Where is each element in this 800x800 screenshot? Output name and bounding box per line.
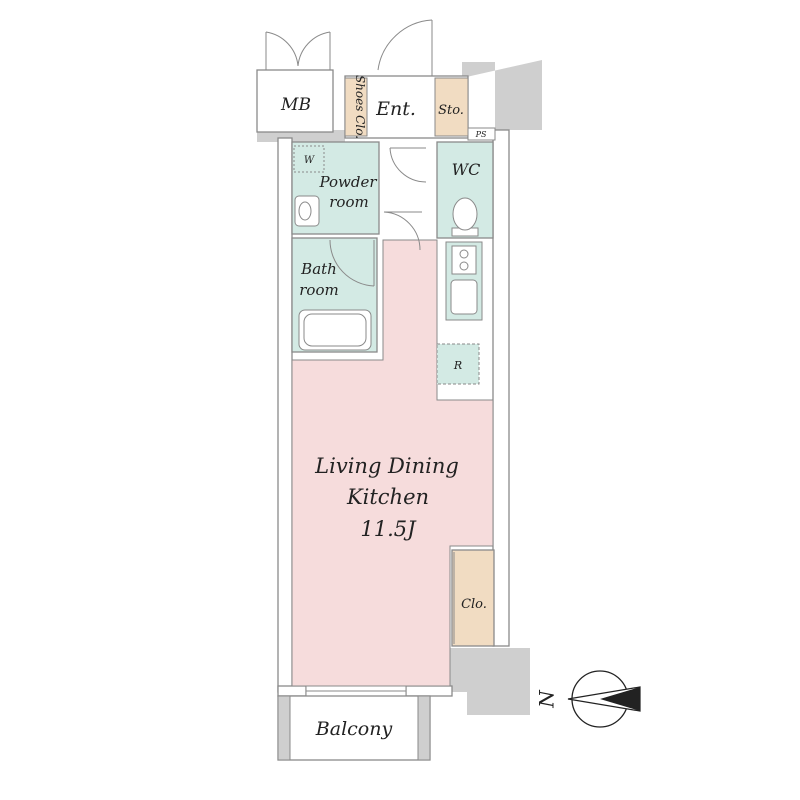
kitchen-sink [450,279,478,315]
ldk-label-1: Living Dining [314,454,459,478]
wc-label: WC [452,160,481,179]
stove [451,245,477,275]
wall-bottom-left [277,685,307,697]
balcony-label: Balcony [315,718,393,740]
powder-room-label-2: room [329,193,368,211]
ps-box [467,127,496,141]
balcony-area [277,695,431,761]
entrance-label: Ent. [375,98,416,120]
refrigerator-space [436,343,480,385]
mb-doors [265,31,331,70]
bathtub-inner [303,313,367,347]
ldk-label-2: Kitchen [346,485,429,509]
entrance-door [377,19,433,76]
balcony-rail-left [277,695,291,761]
powder-room-label-1: Powder [318,173,377,191]
ldk-size-label: 11.5J [360,517,417,541]
stove-burner-2 [459,261,469,271]
washbasin-bowl [298,201,312,221]
mb-label: MB [280,95,311,115]
washer-label: W [304,155,315,166]
shoes-closet-label: Shoes Clo. [353,75,367,139]
mb-box [256,69,334,133]
compass-north-label: N [535,689,559,709]
balcony-rail-right [417,695,431,761]
bath-room-label-1: Bath [300,260,337,278]
wall-right [492,129,510,647]
bath-room-label-2: room [299,281,338,299]
shoes-closet [344,77,368,137]
closet [451,549,495,647]
wall-mass-bottom-right [450,648,530,715]
compass-needle-fill [600,687,640,711]
toilet-bowl [452,197,478,231]
stove-burner-1 [459,249,469,259]
wall-bottom-right [405,685,453,697]
corridor-doors [383,147,427,251]
wall-left [277,137,293,693]
storage [434,77,469,137]
storage-label: Sto. [438,103,464,118]
ps-label: PS [475,130,487,139]
bathtub [298,309,372,351]
compass-rose [567,670,641,728]
refrigerator-label: R [453,359,462,372]
closet-label: Clo. [461,597,487,612]
balcony-window [305,685,407,697]
bath-door [329,239,375,287]
